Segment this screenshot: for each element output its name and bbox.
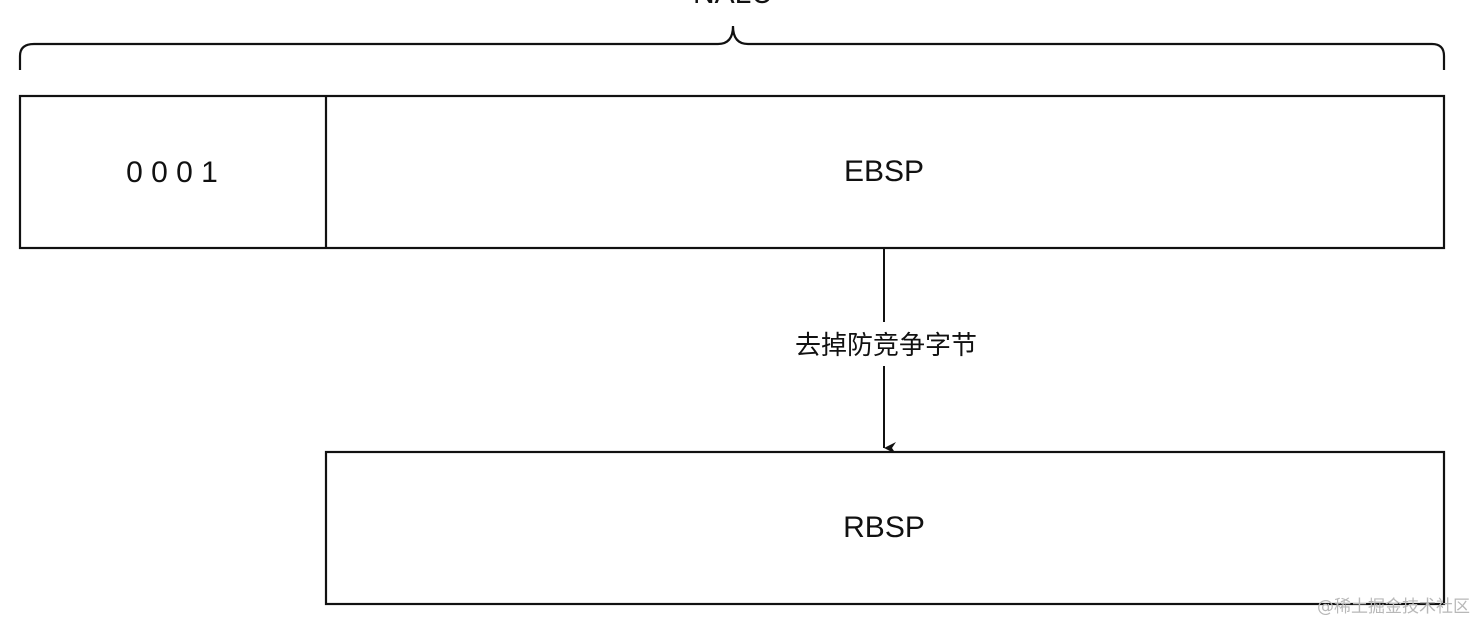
rbsp-label: RBSP xyxy=(843,511,925,544)
rbsp-box xyxy=(324,450,1446,606)
start-code-label: 0 0 0 1 xyxy=(126,156,218,189)
nalu-brace xyxy=(18,25,1446,70)
nalu-container-box xyxy=(18,94,1446,250)
edge-label: 去掉防竞争字节 xyxy=(795,331,977,361)
edge-label-bg xyxy=(782,324,988,364)
watermark: @稀土掘金技术社区 xyxy=(1317,597,1470,617)
nalu-label: NALU xyxy=(693,0,773,10)
ebsp-label: EBSP xyxy=(844,155,924,188)
